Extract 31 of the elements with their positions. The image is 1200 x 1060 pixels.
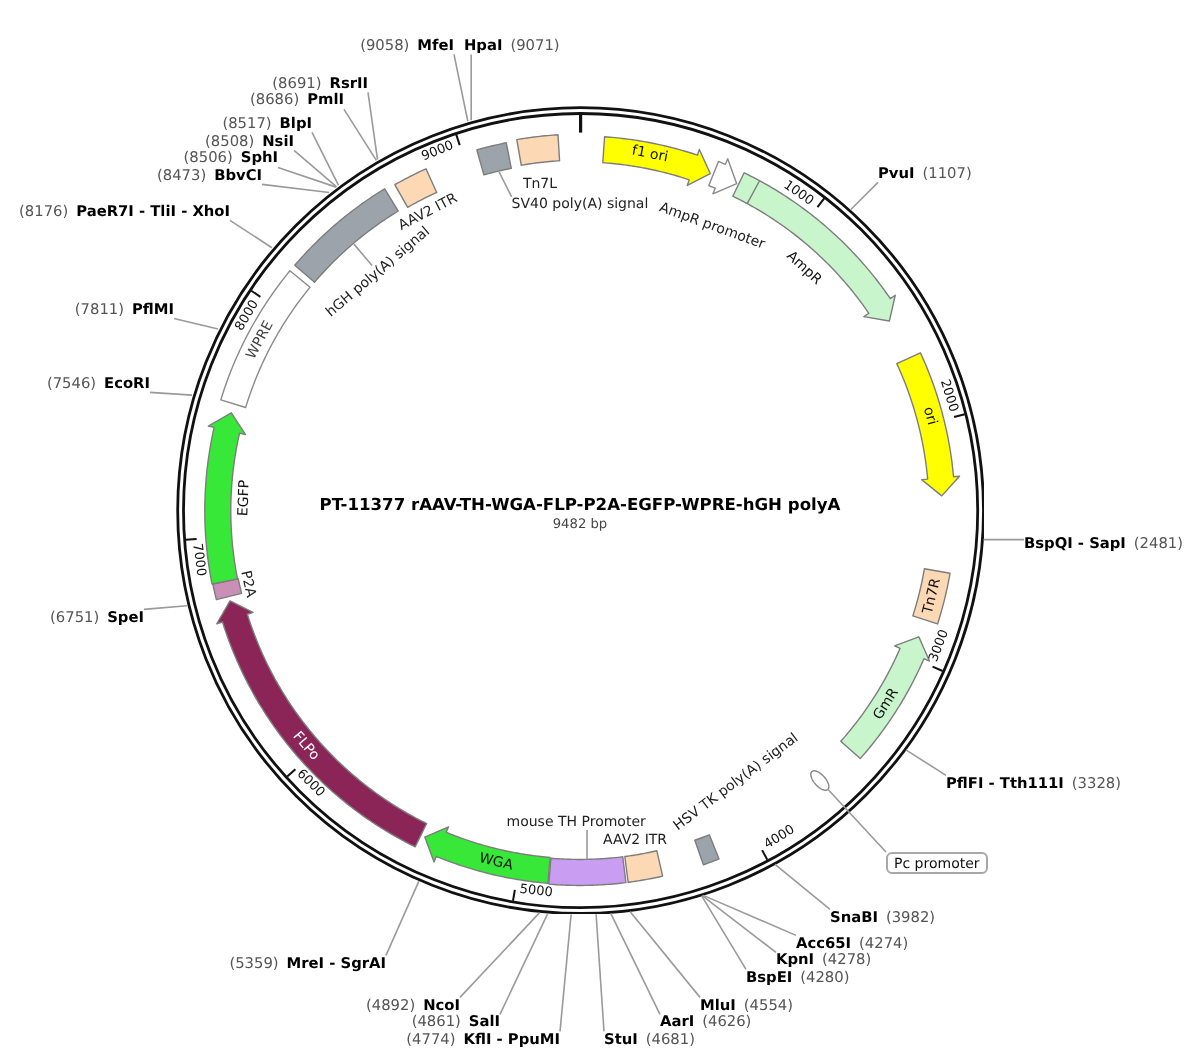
leader-line — [173, 317, 219, 330]
leader-line — [311, 131, 340, 187]
leader-line — [850, 181, 879, 211]
leader-line — [629, 910, 701, 999]
leader-line — [700, 895, 747, 971]
leader-line — [385, 880, 420, 957]
leader-line — [701, 894, 777, 954]
leader-line — [459, 911, 541, 999]
leader-line — [293, 149, 338, 188]
leader-line — [702, 894, 797, 937]
plasmid-name: PT-11377 rAAV-TH-WGA-FLP-P2A-EGFP-WPRE-hGH polyA — [319, 497, 841, 517]
leader-line — [470, 53, 472, 122]
leader-line — [827, 788, 887, 853]
leader-line — [499, 912, 549, 1016]
leader-line — [353, 243, 373, 267]
leader-line — [609, 912, 661, 1016]
leader-line — [586, 829, 588, 860]
leader-line — [261, 183, 330, 194]
leader-line — [774, 863, 831, 911]
leader-line — [559, 913, 572, 1033]
leader-line — [453, 53, 469, 123]
leader-line — [905, 749, 947, 777]
leader-line — [497, 169, 513, 198]
leader-line — [343, 108, 378, 162]
leader-line — [367, 91, 379, 161]
leader-line — [277, 166, 337, 188]
leader-line — [229, 219, 273, 249]
leader-line — [595, 913, 605, 1033]
leader-line — [982, 538, 1025, 541]
leader-line — [143, 604, 188, 611]
leader-line — [149, 391, 193, 396]
